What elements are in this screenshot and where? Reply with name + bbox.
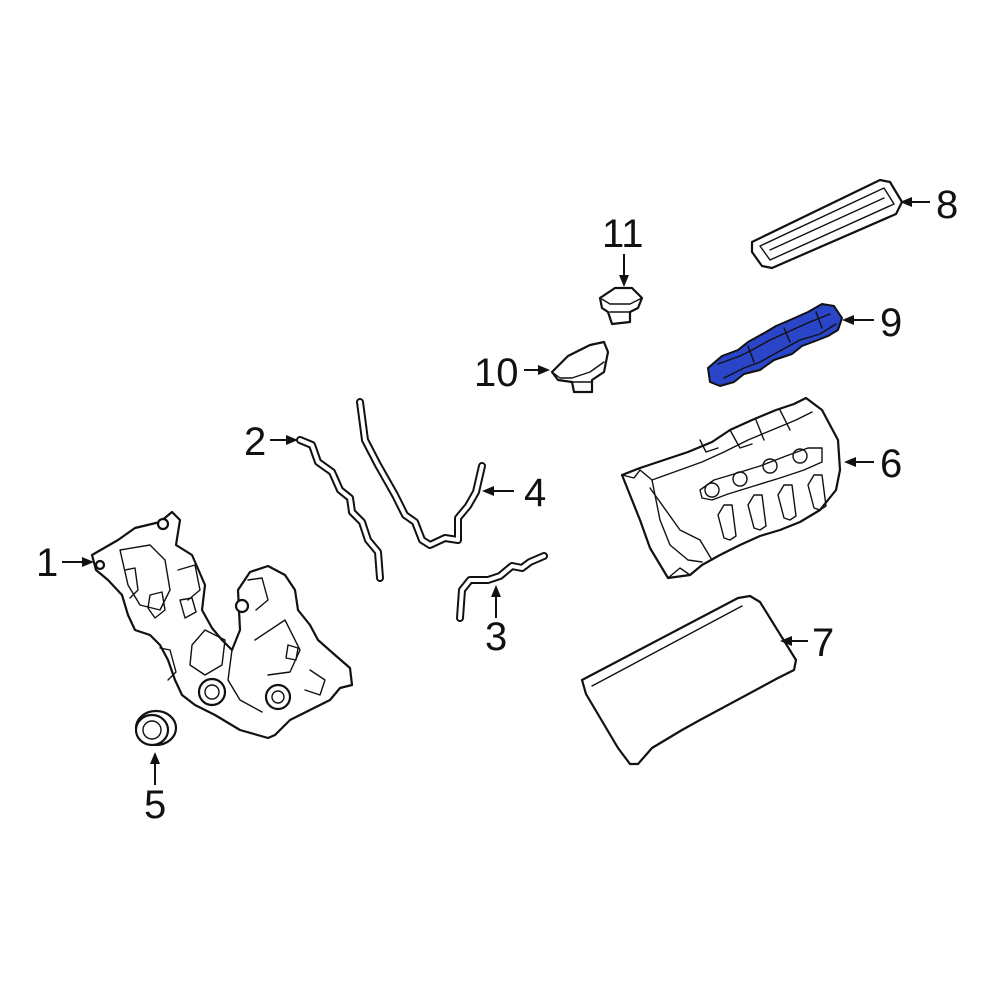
callout-7: 7 [812, 621, 834, 665]
callout-4: 4 [524, 471, 546, 515]
callout-9: 9 [880, 301, 902, 345]
part-11-cap[interactable] [598, 286, 644, 326]
callout-3: 3 [485, 615, 507, 659]
part-2-gasket[interactable] [296, 436, 384, 582]
part-7-sheet[interactable] [580, 594, 798, 766]
leader-lines [62, 197, 930, 785]
part-6-valve-cover[interactable] [620, 396, 842, 580]
part-5-seal[interactable] [134, 709, 178, 747]
part-4-gasket[interactable] [356, 398, 486, 549]
part-3-gasket[interactable] [456, 552, 548, 622]
part-1-front-cover[interactable] [90, 510, 354, 740]
callout-11: 11 [602, 212, 644, 256]
callout-8: 8 [936, 183, 958, 227]
part-8-cover-strip[interactable] [750, 178, 904, 270]
callout-labels: 1 2 3 4 5 6 7 8 9 10 11 [36, 183, 958, 827]
part-10-filler-neck[interactable] [550, 340, 610, 394]
callout-6: 6 [880, 442, 902, 486]
callout-5: 5 [144, 783, 166, 827]
callout-2: 2 [244, 420, 266, 464]
callout-10: 10 [474, 351, 519, 395]
callout-1: 1 [36, 541, 58, 585]
part-9-fill [707, 303, 843, 387]
part-9-gasket-highlighted[interactable] [707, 303, 843, 387]
